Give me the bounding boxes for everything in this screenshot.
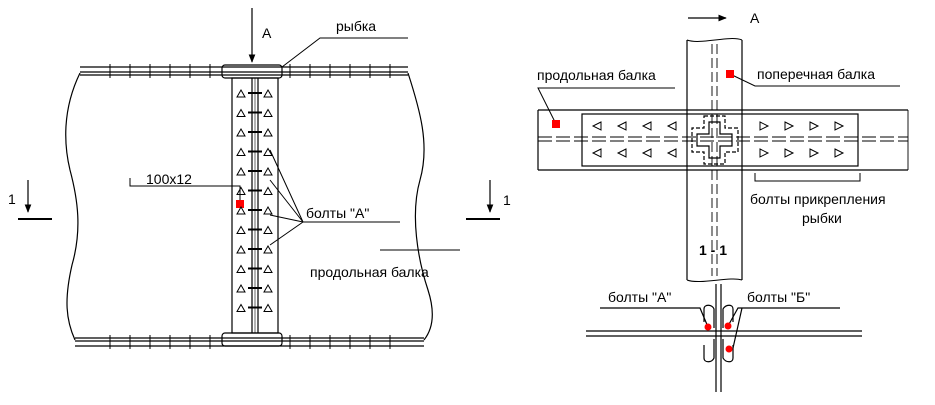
fishplate-label: рыбка — [336, 18, 376, 34]
section-bolt-b-marker-lower — [725, 345, 733, 353]
fishplate-bolt — [666, 121, 677, 131]
bolt-triangle — [263, 303, 273, 312]
section-bolts-a-label: болты "А" — [608, 289, 671, 305]
longitudinal-marker — [552, 120, 560, 128]
bolt-triangle — [236, 244, 246, 254]
fishplate-bolt — [591, 148, 602, 158]
transverse-label: поперечная балка — [757, 66, 875, 82]
longitudinal-label: продольная балка — [537, 67, 656, 83]
fishplate-bolt — [759, 121, 770, 131]
bolt-triangle — [236, 108, 246, 117]
section-title: 1 - 1 — [699, 242, 727, 258]
transverse-marker — [726, 70, 734, 78]
beam-break-right — [407, 72, 433, 341]
section-mark-left-label: 1 — [8, 191, 16, 207]
fishplate-bolt — [759, 148, 770, 158]
section-markers — [704, 322, 733, 353]
section-mark-left: 1 — [8, 180, 52, 220]
bolt-triangle — [236, 166, 246, 176]
bolt-triangle — [263, 166, 273, 176]
cross-core — [696, 121, 733, 159]
bolt-triangle — [236, 147, 246, 156]
fishplate-bolt — [809, 121, 820, 131]
fishplate-bolt — [641, 121, 652, 131]
top-fishplate — [80, 64, 408, 79]
bolt-triangle — [236, 225, 246, 234]
right-plan-view — [537, 38, 909, 283]
bolt-triangle — [263, 225, 273, 234]
arrow-a-label: А — [262, 25, 272, 41]
fishplate-plate — [581, 113, 859, 167]
fishplate-bolts-label-1: болты прикрепления — [750, 191, 886, 207]
section-view — [586, 284, 862, 392]
transverse-beam-strip — [231, 77, 279, 334]
fishplate-bolt — [784, 121, 795, 131]
bolt-triangle — [236, 205, 246, 215]
right-bolt-group — [591, 121, 845, 158]
bolt-triangle — [236, 264, 246, 273]
fishplate-bolt — [666, 148, 677, 158]
section-bolt-a-marker — [704, 323, 712, 331]
cross-plate — [691, 115, 739, 165]
section-bolts-b-label: болты "Б" — [747, 289, 810, 305]
fishplate-bolts-label-2: рыбки — [802, 210, 842, 226]
section-bolt-b-marker — [724, 322, 732, 330]
left-bolt-group — [109, 64, 391, 349]
bolt-triangle — [236, 186, 246, 195]
arrow-a-right: А — [688, 10, 760, 26]
fishplate-bolt — [616, 148, 627, 158]
bolt-triangle — [263, 283, 273, 293]
fishplate-bolt — [834, 121, 845, 131]
arrow-a-right-label: А — [750, 10, 760, 26]
section-mark-right: 1 — [466, 180, 511, 220]
right-view-leaders — [537, 73, 900, 125]
bolt-triangle — [236, 127, 246, 137]
bolt-triangle — [263, 264, 273, 273]
bolt-triangle — [263, 88, 273, 98]
bolts-a-label: болты "А" — [306, 205, 369, 221]
left-plan-view — [65, 64, 433, 347]
longitudinal-beam — [537, 109, 909, 171]
section-plate-bottom — [703, 339, 734, 363]
bolt-triangle — [263, 147, 273, 156]
fishplate-bolt — [784, 148, 795, 158]
bottom-fishplate — [75, 332, 424, 347]
bolt-triangle — [236, 88, 246, 98]
bolt-triangle — [263, 127, 273, 137]
angle-label: 100x12 — [146, 171, 192, 187]
fishplate-bolt — [834, 148, 845, 158]
fishplate-bolt — [591, 121, 602, 131]
bolt-triangle — [263, 244, 273, 254]
longitudinal-beam-label: продольная балка — [310, 264, 429, 280]
bolt-triangle — [263, 205, 273, 215]
bolt-triangle — [236, 303, 246, 312]
bolt-triangle — [263, 186, 273, 195]
beam-break-left — [65, 72, 81, 341]
fishplate-bolt — [641, 148, 652, 158]
arrow-a-top: А — [248, 8, 272, 63]
section-mark-right-label: 1 — [503, 192, 511, 208]
fishplate-bolt — [616, 121, 627, 131]
bolts-bracket — [754, 173, 861, 182]
bolt-triangle — [263, 108, 273, 117]
section-plate-top — [703, 304, 734, 328]
angle-marker — [236, 200, 244, 208]
fishplate-bolt — [809, 148, 820, 158]
bolt-triangle — [236, 283, 246, 293]
left-view-leaders — [129, 37, 460, 251]
